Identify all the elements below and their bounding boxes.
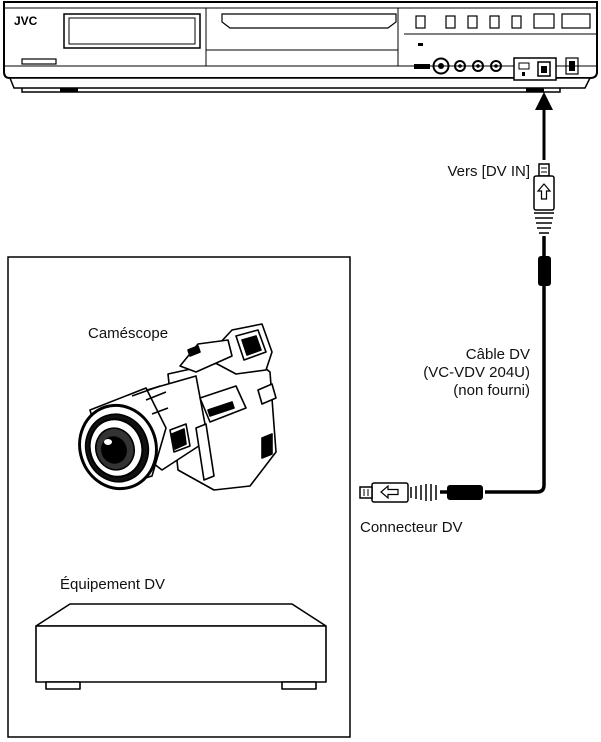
cable-label-line3: (non fourni) [453, 382, 530, 399]
cable-label-line2: (VC-VDV 204U) [423, 364, 530, 381]
dv-cable [359, 92, 555, 503]
cable-label-line1: Câble DV [465, 346, 530, 363]
camcorder-label: Caméscope [88, 325, 169, 342]
camcorder-illustration [78, 323, 277, 491]
arrow-up-icon [536, 183, 552, 200]
dv-in-label: Vers [DV IN] [447, 163, 530, 180]
dvd-recorder [3, 1, 598, 93]
brand-logo: JVC [14, 14, 38, 28]
connector-label: Connecteur DV [360, 519, 463, 536]
dv-equipment-label: Équipement DV [60, 576, 166, 593]
devices-frame [7, 256, 351, 738]
dv-equipment-illustration [35, 603, 327, 690]
arrow-left-icon [380, 484, 399, 500]
